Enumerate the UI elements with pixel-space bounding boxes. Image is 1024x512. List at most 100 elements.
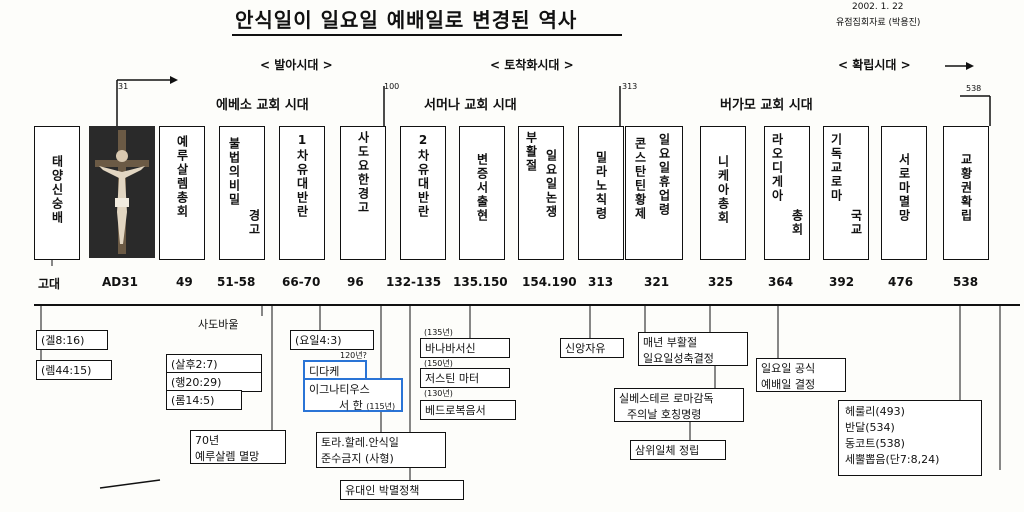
note-jewish-eradication: 유대인 박멸정책 <box>340 480 464 500</box>
note-120-year: 120년? <box>340 351 367 360</box>
column-christian-state-religion: 기독교로마 국교 <box>823 126 869 260</box>
column-text: 사도요한경고 <box>356 131 370 215</box>
column-sun-worship: 태양신숭배 <box>34 126 80 260</box>
note-jerusalem-text: 예루살렘 멸망 <box>195 450 260 463</box>
note-150-year: (150년) <box>424 359 453 368</box>
note-annual-easter: 매년 부활절 일요일성축결정 <box>638 332 748 366</box>
note-acts: (행20:29) <box>166 372 262 392</box>
crucifixion-image <box>89 126 155 258</box>
note-torah-text-2: 준수금지 (사형) <box>321 452 394 465</box>
year-label: 135.150 <box>453 275 508 289</box>
column-text: 1차유대반란 <box>295 133 309 219</box>
column-mystery-of-lawlessness: 불법의비밀 경고 <box>219 126 265 260</box>
note-sunday-official: 일요일 공식 예배일 결정 <box>756 358 846 392</box>
year-label: 고대 <box>38 277 61 291</box>
source-label: 유점집회자료 (박용진) <box>836 18 921 28</box>
column-edict-of-milan: 밀라노칙령 <box>578 126 624 260</box>
year-label: 132-135 <box>386 275 442 289</box>
year-label: 66-70 <box>282 275 321 289</box>
year-label: 96 <box>347 275 364 289</box>
column-text: 부활절 <box>524 131 538 173</box>
year-label: 325 <box>708 275 734 289</box>
column-text: 밀라노칙령 <box>594 151 608 221</box>
column-text: 변증서출현 <box>475 153 489 223</box>
column-text: 교황권확립 <box>959 153 973 223</box>
column-text: 예루살렘총회 <box>175 135 189 219</box>
note-jerusalem-destruction: 70년 예루살렘 멸망 <box>190 430 286 464</box>
year-label: AD31 <box>102 275 138 289</box>
column-text-2: 경고 <box>247 209 261 237</box>
note-ignatius-letters: 서 한 (115년) <box>309 397 397 413</box>
church-smyrna: 서머나 교회 시대 <box>424 98 517 113</box>
title-underline <box>232 34 622 36</box>
note-130-year: (130년) <box>424 389 453 398</box>
date-label: 2002. 1. 22 <box>852 2 904 12</box>
column-apologetics: 변증서출현 <box>459 126 505 260</box>
note-religious-freedom: 신앙자유 <box>560 338 624 358</box>
note-gospel-of-peter: 베드로복음서 <box>420 400 516 420</box>
year-label: 364 <box>768 275 794 289</box>
era-establishment: < 확립시대 > <box>838 58 911 72</box>
note-sunday-text-2: 예배일 결정 <box>761 378 816 391</box>
column-text-2: 일요일논쟁 <box>544 149 558 219</box>
column-second-jewish-revolt: 2차유대반란 <box>400 126 446 260</box>
year-label: 49 <box>176 275 193 289</box>
note-ignatius-name: 이그나티우스 <box>309 383 370 396</box>
note-didache: 디다케 <box>303 360 367 382</box>
mark-313: 313 <box>622 82 638 91</box>
note-2thess: (살후2:7) <box>166 354 262 374</box>
note-daniel: 세뿔뽑음(단7:8,24) <box>845 453 940 466</box>
note-sylvester: 실베스테르 로마감독 주의날 호칭명령 <box>614 388 744 422</box>
note-jeremiah: (렘44:15) <box>36 360 112 380</box>
note-torah-text-1: 토라.할레.안식일 <box>321 436 399 449</box>
column-apostle-john-warning: 사도요한경고 <box>340 126 386 260</box>
year-label: 313 <box>588 275 614 289</box>
note-heruli: 헤룰리(493) <box>845 405 905 418</box>
note-sunday-text-1: 일요일 공식 <box>761 362 816 375</box>
note-ostrogoth: 동코트(538) <box>845 437 905 450</box>
column-text: 태양신숭배 <box>50 155 64 225</box>
column-text-2: 일요일휴업령 <box>657 133 671 217</box>
column-papal-supremacy: 교황권확립 <box>943 126 989 260</box>
note-torah-prohibition: 토라.할레.안식일 준수금지 (사형) <box>316 432 446 468</box>
column-fall-of-western-rome: 서로마멸망 <box>881 126 927 260</box>
church-ephesus: 에베소 교회 시대 <box>216 98 309 113</box>
column-text: 니케아총회 <box>716 155 730 225</box>
column-council-of-laodicea: 라오디게아 총회 <box>764 126 810 260</box>
note-1john: (요일4:3) <box>290 330 374 350</box>
column-text: 콘스탄틴황제 <box>633 137 647 221</box>
note-apostle-paul: 사도바울 <box>198 318 239 331</box>
note-135-year: (135년) <box>424 328 453 337</box>
column-text: 2차유대반란 <box>416 133 430 219</box>
column-text: 서로마멸망 <box>897 153 911 223</box>
note-trinity: 삼위일체 정립 <box>630 440 726 460</box>
note-jerusalem-year: 70년 <box>195 434 220 447</box>
year-label: 51-58 <box>217 275 256 289</box>
mark-538: 538 <box>966 84 982 93</box>
year-label: 538 <box>953 275 979 289</box>
column-text: 기독교로마 <box>829 133 843 203</box>
note-115-year: (115년) <box>366 402 396 411</box>
year-label: 321 <box>644 275 670 289</box>
column-constantine-sunday-law: 콘스탄틴황제 일요일휴업령 <box>625 126 683 260</box>
note-ignatius-letters-text: 서 한 <box>339 399 363 412</box>
note-vandal: 반달(534) <box>845 421 895 434</box>
era-indigenization: < 토착화시대 > <box>490 58 574 72</box>
note-justin-martyr: 저스틴 마터 <box>420 368 510 388</box>
column-text: 불법의비밀 <box>227 137 241 207</box>
mark-100: 100 <box>384 82 400 91</box>
column-council-of-nicaea: 니케아총회 <box>700 126 746 260</box>
year-label: 476 <box>888 275 914 289</box>
note-barnabas: 바나바서신 <box>420 338 510 358</box>
note-easter-text-2: 일요일성축결정 <box>643 352 714 365</box>
page-title: 안식일이 일요일 예배일로 변경된 역사 <box>235 8 578 32</box>
column-first-jewish-revolt: 1차유대반란 <box>279 126 325 260</box>
note-three-horns: 헤룰리(493) 반달(534) 동코트(538) 세뿔뽑음(단7:8,24) <box>838 400 982 476</box>
note-ezekiel: (겔8:16) <box>36 330 108 350</box>
year-label: 392 <box>829 275 855 289</box>
year-label: 154.190 <box>522 275 577 289</box>
mark-31: 31 <box>118 82 129 91</box>
column-easter-controversy: 부활절 일요일논쟁 <box>518 126 564 260</box>
note-sylvester-text-2: 주의날 호칭명령 <box>627 408 702 421</box>
